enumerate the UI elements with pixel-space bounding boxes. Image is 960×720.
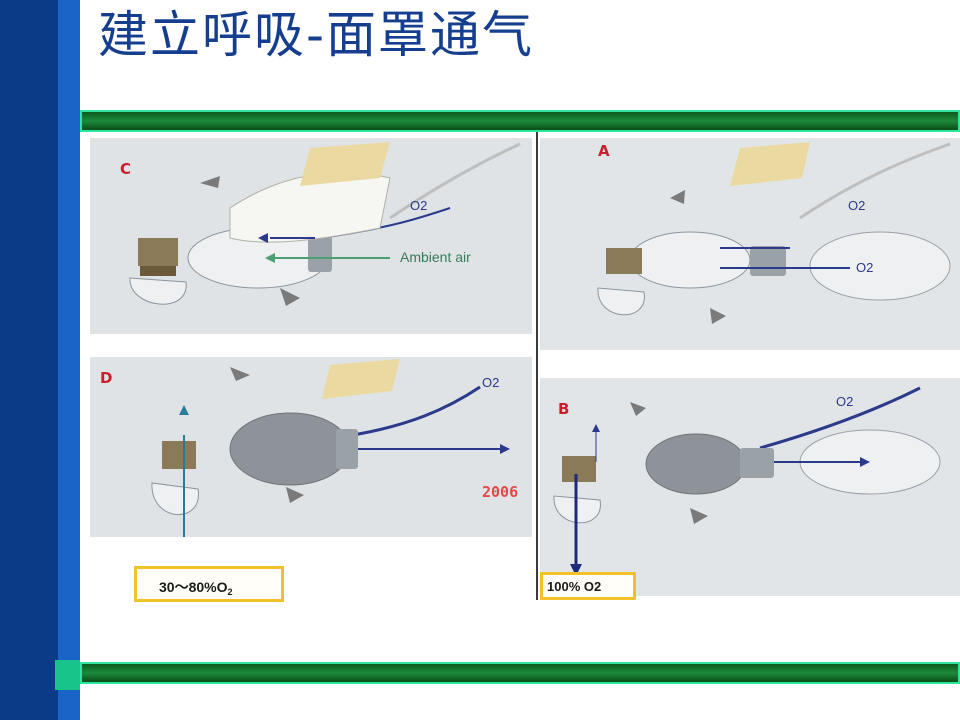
panel-c-letter: C [120,160,131,178]
panel-a-letter: A [598,142,610,160]
panel-a-o2-top-label: O2 [848,198,865,213]
callout-left-main: 30～80%O [159,579,228,595]
oxygen-concentration-callout-right: 100% O2 [540,572,636,600]
panel-c-ambient-label: Ambient air [400,249,471,265]
callout-left-subscript: 2 [227,587,233,597]
panel-c-illustration: C O2 Ambient air [90,138,532,334]
panel-divider-line [536,132,538,600]
panel-a-o2-bag-label: O2 [856,260,873,275]
panel-d-letter: D [100,369,112,387]
panel-d-year-stamp: 2006 [482,483,518,501]
sidebar-accent [55,660,80,690]
panel-a-illustration: A O2 O2 [540,138,960,350]
panel-b-letter: B [558,400,569,418]
oxygen-concentration-callout-left: 30～80%O2 [134,566,284,602]
panel-d-illustration: D O2 2006 [90,357,532,537]
callout-right-text: 100% O2 [547,579,602,594]
panel-b-illustration: B O2 [540,378,960,596]
sidebar-dark-band [0,0,58,720]
bottom-divider-bar [80,662,960,684]
panel-b-o2-label: O2 [836,394,853,409]
sidebar-light-band [58,0,80,720]
panel-d-o2-label: O2 [482,375,499,390]
panel-c-o2-label: O2 [410,198,427,213]
slide-title: 建立呼吸-面罩通气 [98,6,535,64]
top-divider-bar [80,110,960,132]
